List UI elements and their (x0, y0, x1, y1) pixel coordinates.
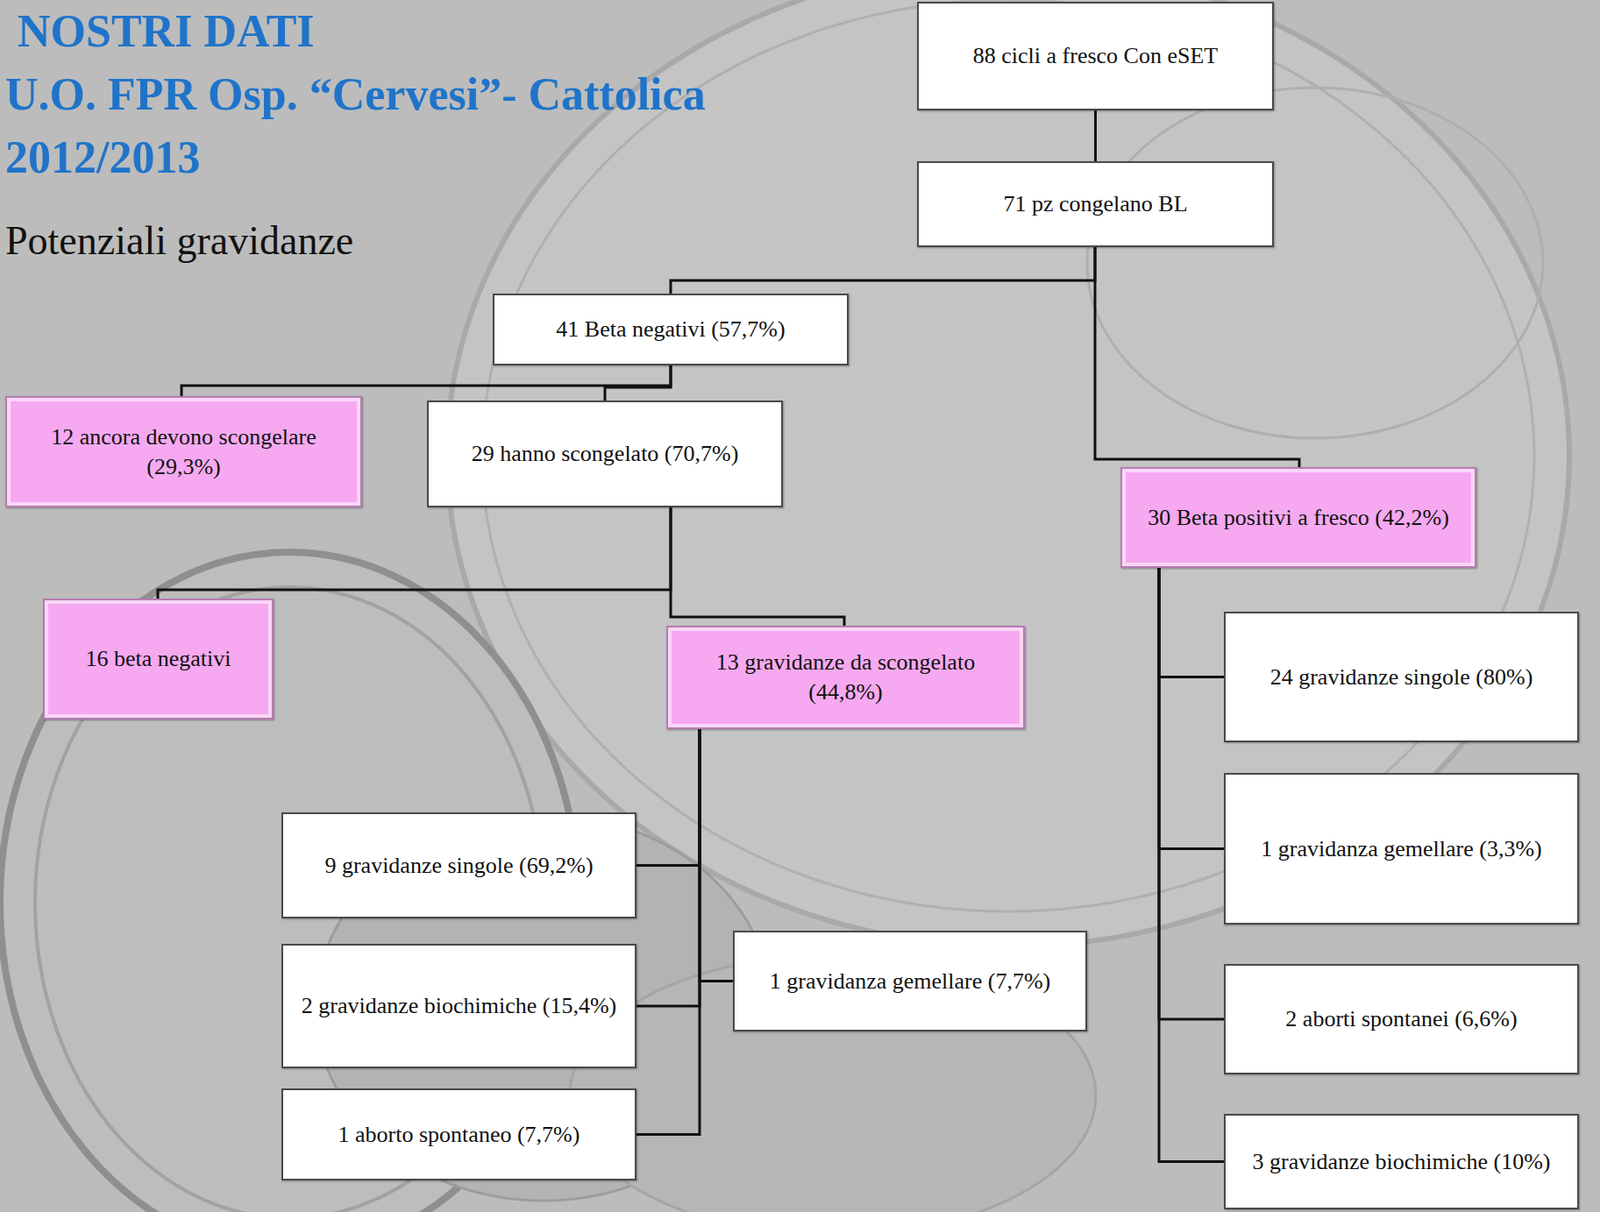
process-box: 88 cicli a fresco Con eSET (917, 1, 1274, 111)
slide-heading-line: U.O. FPR Osp. “Cervesi”- Cattolica (5, 68, 706, 121)
process-box: 24 gravidanze singole (80%) (1223, 611, 1579, 743)
box-label: 30 Beta positivi a fresco (42,2%) (1138, 503, 1458, 534)
box-label: 13 gravidanze da scongelato (44,8%) (668, 647, 1024, 708)
box-text-group: 1 aborto spontaneo (7,7%) (329, 1120, 590, 1151)
box-text-group: 29 hanno scongelato (70,7%) (462, 439, 748, 470)
process-box: 1 aborto spontaneo (7,7%) (281, 1088, 637, 1181)
tree-connector (699, 729, 733, 982)
box-text-group: 13 gravidanze da scongelato (44,8%) (668, 647, 1024, 708)
tree-connector (1095, 247, 1300, 468)
box-label: 2 aborti spontanei (6,6%) (1276, 1004, 1526, 1035)
slide-heading-line: 2012/2013 (5, 131, 200, 184)
process-box: 1 gravidanza gemellare (3,3%) (1223, 773, 1579, 925)
box-label: 3 gravidanze biochimiche (10%) (1243, 1147, 1559, 1178)
tree-connector (670, 247, 1096, 294)
tree-connector (670, 507, 845, 626)
box-text-group: 2 gravidanze biochimiche (15,4%) (292, 991, 626, 1022)
box-label: 12 ancora devono scongelare (29,3%) (7, 422, 361, 483)
box-text-group: 30 Beta positivi a fresco (42,2%) (1138, 503, 1458, 534)
box-text-group: 1 gravidanza gemellare (3,3%) (1251, 834, 1551, 865)
box-label: 24 gravidanze singole (80%) (1261, 662, 1543, 693)
tree-connector (157, 507, 671, 599)
tree-connector (1159, 568, 1224, 1163)
process-box: 9 gravidanze singole (69,2%) (281, 812, 637, 919)
tree-connector (1159, 568, 1224, 850)
box-text-group: 3 gravidanze biochimiche (10%) (1243, 1147, 1559, 1178)
process-box: 2 aborti spontanei (6,6%) (1223, 964, 1579, 1075)
box-label: 2 gravidanze biochimiche (15,4%) (292, 991, 626, 1022)
process-box: 41 Beta negativi (57,7%) (492, 293, 849, 366)
box-text-group: 24 gravidanze singole (80%) (1261, 662, 1543, 693)
tree-connector (636, 729, 700, 867)
process-box: 71 pz congelano BL (917, 161, 1274, 248)
process-box: 12 ancora devono scongelare (29,3%) (5, 396, 363, 508)
box-label: 41 Beta negativi (57,7%) (547, 314, 794, 345)
box-label: 29 hanno scongelato (70,7%) (462, 439, 748, 470)
box-text-group: 41 Beta negativi (57,7%) (547, 314, 794, 345)
box-text-group: 16 beta negativi (76, 644, 240, 675)
process-box: 2 gravidanze biochimiche (15,4%) (281, 944, 637, 1069)
slide-subtitle: Potenziali gravidanze (5, 217, 354, 264)
box-text-group: 12 ancora devono scongelare (29,3%) (7, 422, 361, 483)
process-box: 3 gravidanze biochimiche (10%) (1223, 1114, 1579, 1210)
box-text-group: 1 gravidanza gemellare (7,7%) (760, 967, 1060, 997)
box-label: 16 beta negativi (76, 644, 240, 675)
tree-connector (604, 365, 671, 401)
box-text-group: 88 cicli a fresco Con eSET (964, 41, 1227, 72)
box-text-group: 9 gravidanze singole (69,2%) (315, 851, 602, 882)
box-label: 88 cicli a fresco Con eSET (964, 41, 1227, 72)
process-box: 1 gravidanza gemellare (7,7%) (732, 931, 1088, 1032)
process-box: 30 Beta positivi a fresco (42,2%) (1120, 467, 1477, 569)
box-label: 1 aborto spontaneo (7,7%) (329, 1120, 590, 1151)
process-box: 13 gravidanze da scongelato (44,8%) (666, 625, 1025, 730)
box-text-group: 2 aborti spontanei (6,6%) (1276, 1004, 1526, 1035)
box-text-group: 71 pz congelano BL (994, 189, 1196, 220)
tree-connector (636, 729, 700, 1136)
process-box: 29 hanno scongelato (70,7%) (426, 400, 783, 508)
tree-connector (181, 365, 671, 397)
slide-title: NOSTRI DATI (17, 5, 315, 57)
tree-connector (1094, 110, 1097, 162)
box-label: 71 pz congelano BL (994, 189, 1196, 220)
box-label: 1 gravidanza gemellare (3,3%) (1251, 834, 1551, 865)
tree-connector (636, 729, 700, 1007)
box-label: 9 gravidanze singole (69,2%) (315, 851, 602, 882)
tree-connector (1159, 568, 1224, 1020)
tree-connector (1159, 568, 1224, 678)
box-label: 1 gravidanza gemellare (7,7%) (760, 967, 1060, 997)
process-box: 16 beta negativi (42, 598, 274, 720)
